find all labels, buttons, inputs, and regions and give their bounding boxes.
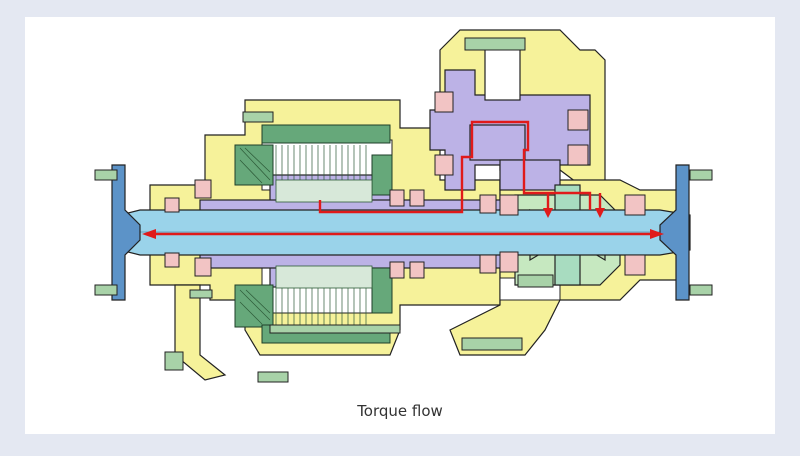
- output-shaft: [119, 209, 691, 256]
- output-flange-left: [111, 164, 141, 301]
- stator-windings: [275, 179, 373, 289]
- bolts: [94, 37, 713, 383]
- figure-caption: Torque flow: [357, 402, 443, 420]
- bearings: [164, 91, 646, 279]
- torque-flow-path: [153, 120, 652, 236]
- stator-laminations: [239, 145, 367, 325]
- output-flange-right: [659, 164, 690, 301]
- torque-flow-arrowheads: [142, 208, 664, 239]
- counter-gear: [429, 39, 591, 191]
